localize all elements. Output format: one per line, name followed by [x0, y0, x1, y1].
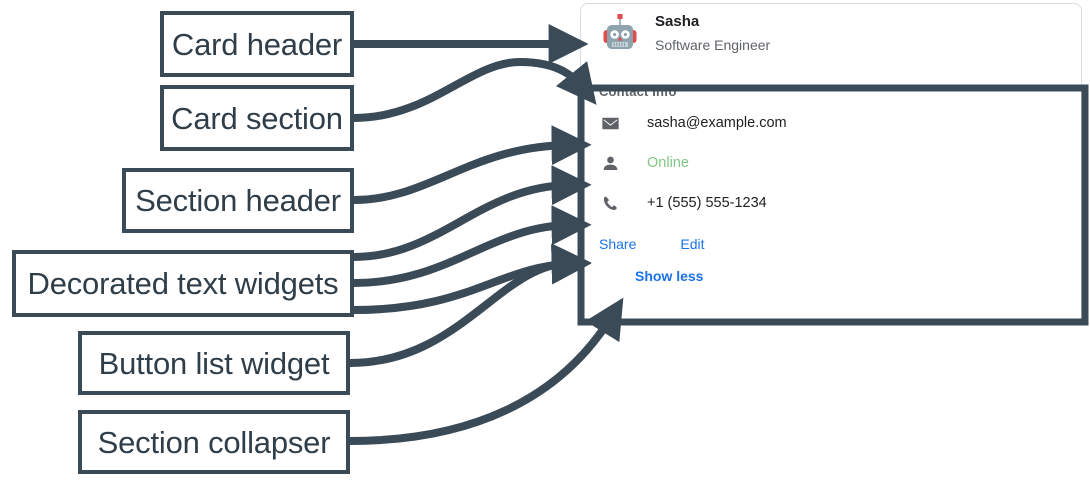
decorated-text-widget-status: Online [599, 143, 1081, 183]
annotation-card-section: Card section [160, 85, 354, 151]
annotation-label: Decorated text widgets [27, 266, 339, 301]
email-icon [599, 114, 621, 133]
annotation-section-collapser: Section collapser [78, 410, 350, 474]
phone-icon [599, 194, 621, 213]
decorated-text-widget-email: sasha@example.com [599, 103, 1081, 143]
arrow-decorated-1 [353, 165, 592, 261]
annotation-button-list-widget: Button list widget [78, 331, 350, 395]
card-header: Sasha Software Engineer [581, 4, 1081, 62]
arrow-card-section [353, 57, 597, 122]
arrow-section-header [353, 125, 592, 204]
card-header-text: Sasha Software Engineer [655, 12, 770, 55]
card-header-title: Sasha [655, 12, 700, 30]
arrow-decorated-2 [353, 205, 592, 287]
section-collapser: Show less [599, 261, 1081, 291]
share-button[interactable]: Share [599, 236, 637, 252]
edit-button[interactable]: Edit [680, 236, 705, 252]
decorated-text-widget-phone: +1 (555) 555-1234 [599, 183, 1081, 223]
annotation-decorated-text-widgets: Decorated text widgets [12, 250, 354, 317]
annotation-section-header: Section header [122, 168, 354, 233]
decorated-text-value: Online [647, 155, 689, 171]
show-less-button[interactable]: Show less [635, 268, 704, 284]
annotation-label: Card header [171, 26, 343, 62]
annotation-label: Card section [171, 100, 343, 136]
section-header: Contact Info [599, 84, 677, 99]
robot-avatar-icon [599, 12, 641, 54]
card-section: Contact Info sasha@example.com [581, 62, 1081, 291]
annotation-label: Section collapser [97, 424, 331, 460]
arrow-decorated-3 [353, 244, 592, 314]
contact-card: Sasha Software Engineer Contact Info sas… [580, 3, 1082, 325]
card-header-subtitle: Software Engineer [655, 36, 771, 53]
arrow-button-list [349, 243, 592, 367]
annotation-card-header: Card header [160, 11, 354, 77]
arrow-section-collapser [349, 297, 624, 445]
annotation-label: Section header [135, 183, 341, 218]
button-list-widget: Share Edit [599, 227, 1081, 261]
decorated-text-value: +1 (555) 555-1234 [647, 195, 767, 211]
decorated-text-value: sasha@example.com [647, 115, 787, 131]
person-icon [599, 154, 621, 173]
annotation-label: Button list widget [98, 345, 330, 381]
